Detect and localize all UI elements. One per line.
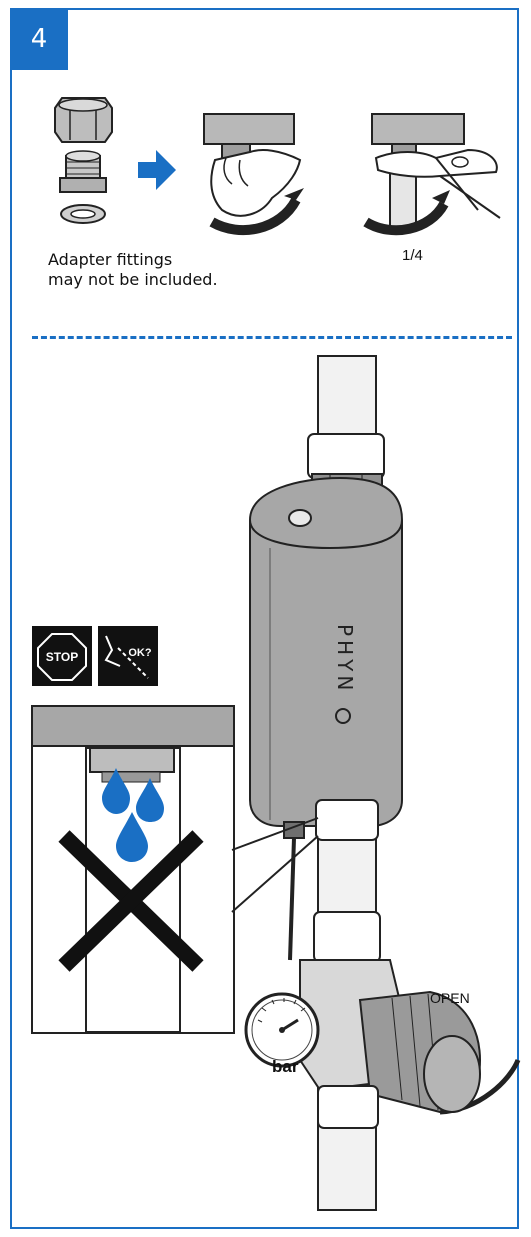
svg-text:STOP: STOP: [46, 650, 78, 664]
section-divider: [32, 336, 512, 339]
adapter-fittings-illustration: [54, 97, 113, 224]
svg-text:OK?: OK?: [128, 647, 152, 659]
device-brand-label: PHYN: [333, 624, 357, 694]
adapter-caption: Adapter fittings may not be included.: [48, 250, 218, 290]
ball-valve: [299, 911, 481, 1129]
wrench-tighten-illustration: [363, 113, 501, 236]
brand-logo-icon: [335, 708, 351, 724]
caption-line-2: may not be included.: [48, 270, 218, 289]
arrow-right-icon: [138, 150, 176, 190]
not-allowed-x-icon: [58, 830, 204, 972]
leak-check-icon: OK?: [98, 626, 158, 686]
phyn-device: [249, 476, 403, 827]
stop-sign-icon: STOP: [32, 626, 92, 686]
quarter-turn-label: 1/4: [402, 247, 423, 264]
step-number-badge: 4: [10, 8, 68, 70]
gauge-unit-label: bar: [272, 1057, 299, 1076]
pressure-gauge: [244, 992, 320, 1068]
hand-tighten-illustration: [203, 113, 304, 236]
caption-line-1: Adapter fittings: [48, 250, 173, 269]
water-drops-icon: [102, 768, 164, 862]
leak-detail-inset: [31, 705, 319, 1034]
valve-open-label: OPEN: [430, 990, 470, 1006]
instruction-frame: [10, 8, 519, 1229]
